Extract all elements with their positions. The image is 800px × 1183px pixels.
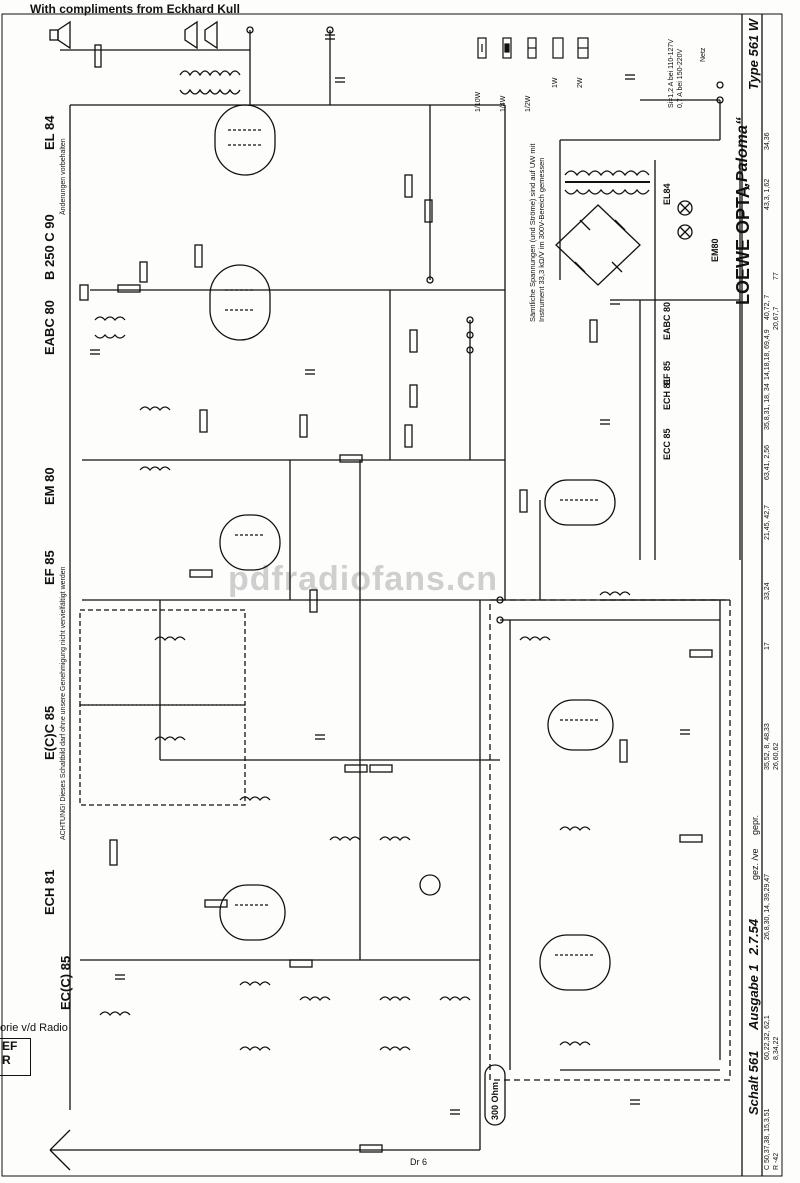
pinref-6: 33,24 bbox=[764, 582, 771, 600]
brand-type: Type 561 W bbox=[746, 18, 761, 90]
pinref-13: 40,72, 7 bbox=[764, 294, 771, 320]
compliments-header: With compliments from Eckhard Kull bbox=[30, 2, 240, 16]
tube-label-eabc80: EABC 80 bbox=[42, 300, 57, 355]
legend-eabc80: EABC 80 bbox=[662, 301, 672, 340]
pinref-10: 63,41, 2,56 bbox=[764, 444, 771, 480]
pinref-2: 60,22,32, 62,1 bbox=[764, 1015, 771, 1060]
pinref-12: 14,18,18, 69,4,9 bbox=[764, 329, 771, 380]
legend-ech81: ECH 81 bbox=[662, 378, 672, 410]
footer-gez: gez. /ve bbox=[750, 848, 760, 880]
pinref-9: 21,45, 42,7 bbox=[764, 504, 771, 540]
tube-label-ecc85b: EC(C) 85 bbox=[58, 955, 73, 1010]
pinref-7: 26,60,62 bbox=[773, 742, 780, 770]
legend-1-10w: 1/10W bbox=[475, 91, 482, 112]
pinref-5: 35,52, 8, 48,33 bbox=[764, 723, 771, 770]
side-note-line3: R bbox=[2, 1053, 11, 1067]
pinref-17: 34,36 bbox=[764, 132, 771, 150]
pinref-3: 8,34,22 bbox=[773, 1036, 780, 1060]
legend-1w: 1W bbox=[552, 77, 559, 89]
brand-maker: LOEWE OPTA bbox=[733, 185, 753, 305]
fuse-note-2: 0,7 A bei 150-220V bbox=[677, 48, 684, 108]
tube-label-b250c90: B 250 C 90 bbox=[42, 214, 57, 280]
legend-1-4w: 1/4W bbox=[500, 95, 507, 112]
dipole-300-ohm: 300 Ohm bbox=[490, 1081, 500, 1120]
side-note-line2: EF bbox=[2, 1039, 18, 1053]
pinref-4: 26,8,30, 14, 39,29,47 bbox=[764, 873, 771, 940]
legend-2w: 2W bbox=[577, 77, 584, 89]
legend-el84: EL84 bbox=[662, 183, 672, 205]
pinref-8: 17 bbox=[764, 642, 771, 650]
tube-label-ech81: ECH 81 bbox=[42, 869, 57, 915]
tube-label-ef85: EF 85 bbox=[42, 550, 57, 585]
legend-ecc85: ECC 85 bbox=[662, 428, 672, 460]
measurement-note: Sämtliche Spannungen (und Ströme) sind a… bbox=[528, 143, 546, 322]
pinref-14: 20,67,7 bbox=[773, 306, 780, 330]
tube-label-el84: EL 84 bbox=[42, 115, 57, 150]
changes-reserved: Änderungen vorbehalten bbox=[60, 138, 67, 215]
footer-gepr: gepr. bbox=[750, 814, 760, 835]
pinref-0: C 50,37,38, 15,3,51 bbox=[764, 1108, 771, 1171]
pinref-15: 77 bbox=[773, 272, 780, 280]
netz-label: Netz bbox=[700, 47, 707, 62]
pinref-1: R -42 bbox=[773, 1152, 780, 1170]
fuse-note-1: Si=1,2 A bei 110-127V bbox=[668, 39, 675, 108]
pinref-16: 43,3, 1,62 bbox=[764, 178, 771, 210]
tube-label-ecc85: E(C)C 85 bbox=[42, 705, 57, 760]
pinref-11: 35,8,31, 18, 34 bbox=[764, 383, 771, 430]
tube-label-em80: EM 80 bbox=[42, 467, 57, 505]
legend-1-2w: 1/2W bbox=[525, 95, 532, 112]
footer-schalt: Schalt 561 bbox=[746, 1050, 761, 1115]
footer-date: 2.7.54 bbox=[746, 918, 761, 955]
side-note-line1: orie v/d Radio bbox=[0, 1022, 68, 1034]
choke-dr6: Dr 6 bbox=[410, 1157, 428, 1167]
legend-em80: EM80 bbox=[710, 238, 720, 262]
copyright-warning: ACHTUNG! Dieses Schaltbild darf ohne uns… bbox=[60, 566, 67, 840]
brand-model: „Paloma“ bbox=[734, 117, 751, 190]
footer-ausgabe: Ausgabe 1 bbox=[746, 964, 761, 1030]
watermark: pdfradiofans.cn bbox=[228, 560, 499, 598]
side-note-box: EF R bbox=[0, 1038, 31, 1076]
